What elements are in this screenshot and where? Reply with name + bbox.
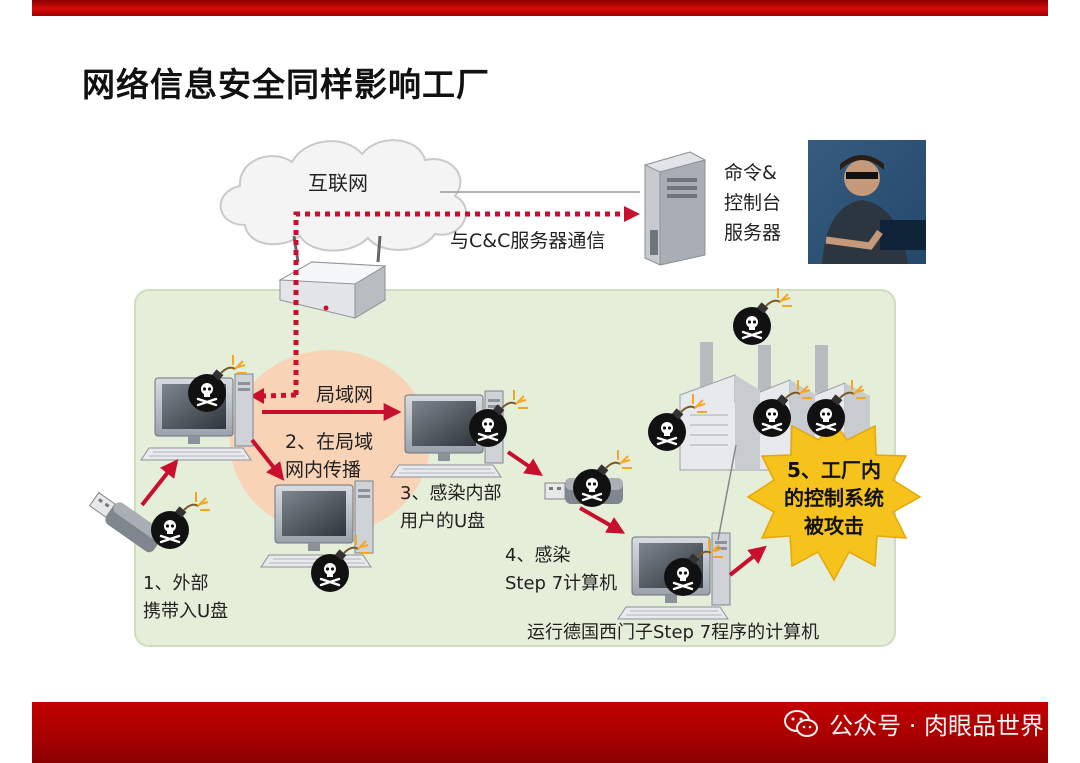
arrow-step5 bbox=[728, 545, 767, 577]
top-red-band bbox=[32, 0, 1048, 16]
page-title: 网络信息安全同样影响工厂 bbox=[82, 65, 490, 104]
watermark-text: 公众号 · 肉眼品世界 bbox=[829, 712, 1044, 740]
arrow-step2b bbox=[250, 438, 285, 481]
attack-burst bbox=[746, 416, 922, 582]
cnc-server-icon bbox=[643, 151, 707, 266]
step5-label: 5、工厂内 的控制系统 被攻击 bbox=[784, 458, 884, 538]
router-icon bbox=[278, 235, 387, 319]
cnc-comm-label: 与C&C服务器通信 bbox=[450, 230, 606, 252]
lan-label: 局域网 bbox=[316, 384, 374, 406]
step1-label: 1、外部 携带入U盘 bbox=[143, 573, 229, 622]
wechat-icon bbox=[784, 709, 819, 737]
siemens-pc-label: 运行德国西门子Step 7程序的计算机 bbox=[527, 622, 820, 643]
watermark: 公众号 · 肉眼品世界 bbox=[783, 706, 1044, 741]
cnc-dotted-path bbox=[293, 211, 625, 395]
internet-label: 互联网 bbox=[308, 171, 368, 195]
arrow-step4 bbox=[579, 506, 626, 534]
step3-label: 3、感染内部 用户的U盘 bbox=[400, 483, 502, 532]
step4-label: 4、感染 Step 7计算机 bbox=[505, 545, 618, 594]
hacker-image bbox=[808, 140, 926, 264]
internet-cloud bbox=[219, 139, 467, 252]
arrow-step1 bbox=[140, 459, 179, 507]
step2-label: 2、在局域 网内传播 bbox=[285, 431, 374, 481]
cnc-server-label: 命令& 控制台 服务器 bbox=[724, 162, 782, 244]
arrow-step3 bbox=[506, 450, 543, 477]
bottom-red-band bbox=[32, 702, 1048, 763]
